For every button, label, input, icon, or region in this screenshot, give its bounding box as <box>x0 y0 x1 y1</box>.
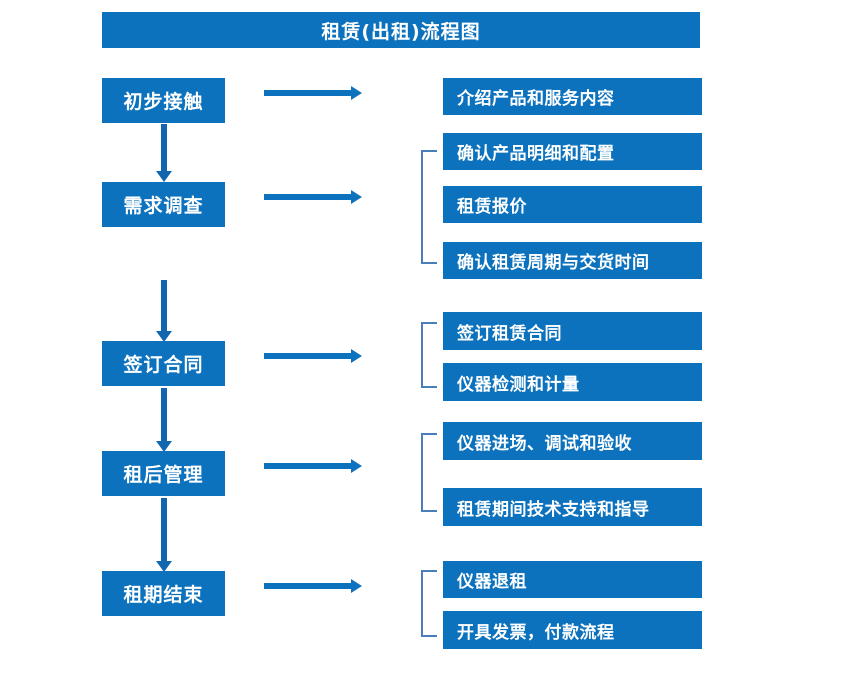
stage-box-rental-end[interactable]: 租期结束 <box>102 571 225 616</box>
group-bracket-post-rental <box>421 433 437 512</box>
flow-arrow-down-1 <box>156 124 172 182</box>
group-bracket-rental-end <box>421 570 437 637</box>
stage-box-initial-contact[interactable]: 初步接触 <box>102 78 225 123</box>
detail-arrow-right-1 <box>264 86 362 100</box>
stage-box-needs-survey[interactable]: 需求调查 <box>102 182 225 227</box>
detail-box-confirm-period-delivery[interactable]: 确认租赁周期与交货时间 <box>443 242 702 279</box>
detail-box-introduce-products[interactable]: 介绍产品和服务内容 <box>443 78 702 115</box>
group-bracket-needs-survey <box>421 150 437 264</box>
detail-box-rental-quotation[interactable]: 租赁报价 <box>443 186 702 223</box>
detail-box-instrument-return[interactable]: 仪器退租 <box>443 561 702 598</box>
stage-box-sign-contract[interactable]: 签订合同 <box>102 341 225 386</box>
detail-box-instrument-entry-commissioning[interactable]: 仪器进场、调试和验收 <box>443 422 702 460</box>
detail-box-technical-support[interactable]: 租赁期间技术支持和指导 <box>443 488 702 526</box>
page-title: 租赁(出租)流程图 <box>102 12 700 48</box>
group-bracket-sign-contract <box>421 322 437 388</box>
detail-box-confirm-product-details[interactable]: 确认产品明细和配置 <box>443 133 702 170</box>
stage-box-post-rental-management[interactable]: 租后管理 <box>102 451 225 496</box>
detail-box-instrument-inspection[interactable]: 仪器检测和计量 <box>443 363 702 401</box>
detail-box-sign-rental-contract[interactable]: 签订租赁合同 <box>443 312 702 350</box>
detail-arrow-right-5 <box>264 579 362 593</box>
flow-arrow-down-4 <box>156 498 172 572</box>
flow-arrow-down-3 <box>156 388 172 452</box>
flow-arrow-down-2 <box>156 280 172 342</box>
detail-arrow-right-4 <box>264 459 362 473</box>
detail-box-invoice-payment[interactable]: 开具发票，付款流程 <box>443 611 702 649</box>
detail-arrow-right-3 <box>264 349 362 363</box>
detail-arrow-right-2 <box>264 190 362 204</box>
